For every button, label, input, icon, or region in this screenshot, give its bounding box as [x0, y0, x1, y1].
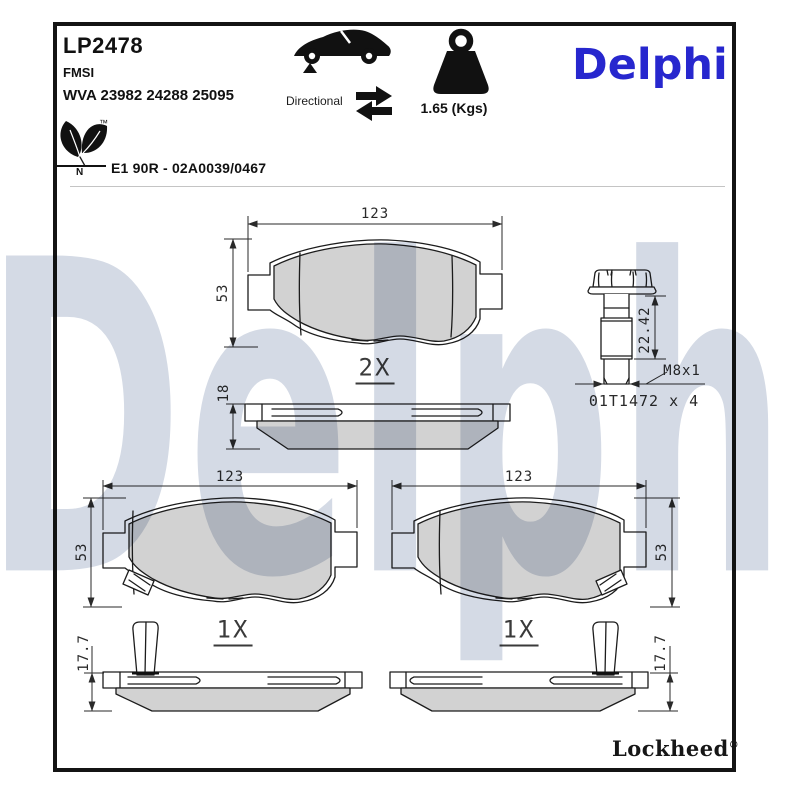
- inner-pad-left-width-dim: 123: [215, 469, 245, 485]
- delphi-logo: Delphi: [572, 40, 728, 90]
- lockheed-wordmark: Lockheed: [612, 736, 729, 761]
- inner-pad-right-side-view: [389, 621, 649, 712]
- lockheed-logo: Lockheed®: [612, 736, 739, 761]
- outer-pad-width-dim: 123: [360, 206, 390, 222]
- directional-label: Directional: [286, 94, 343, 108]
- outer-pad-height-dim: 53: [215, 283, 231, 303]
- fmsi-label: FMSI: [63, 65, 95, 80]
- inner-pad-right-quantity: 1X: [499, 616, 539, 647]
- inner-pad-right-dimension-lines: [391, 480, 680, 608]
- inner-pad-left-thickness-dimension: [84, 646, 112, 712]
- inner-pad-right-height-dim: 53: [654, 542, 670, 562]
- leaf-icon: [57, 121, 108, 167]
- weight-icon: [433, 28, 489, 94]
- inner-pad-left-thickness-dim: 17.7: [76, 634, 92, 672]
- weight-value: 1.65 (Kgs): [420, 100, 488, 116]
- inner-pad-left-side-view: [102, 621, 363, 712]
- outer-pad-thickness-dimension: [226, 403, 260, 450]
- header-divider: [70, 186, 725, 187]
- car-silhouette-icon: [294, 29, 391, 73]
- bolt-length-dim: 22.42: [637, 306, 653, 354]
- part-number: LP2478: [63, 33, 144, 58]
- homologation-number: E1 90R - 02A0039/0467: [111, 160, 267, 176]
- outer-pad-quantity: 2X: [355, 354, 395, 385]
- inner-pad-left-height-dim: 53: [74, 542, 90, 562]
- outer-pad-front-view: [247, 239, 503, 346]
- inner-pad-left-quantity: 1X: [213, 616, 253, 647]
- wva-numbers: WVA 23982 24288 25095: [63, 87, 234, 104]
- bolt-reference: 01T1472 x 4: [588, 392, 700, 410]
- page-border-frame: [53, 22, 736, 772]
- inner-pad-right-front-view: [391, 497, 647, 604]
- inner-pad-right-thickness-dimension: [638, 646, 678, 712]
- inner-pad-left-dimension-lines: [83, 480, 358, 608]
- outer-pad-dimension-lines: [224, 216, 503, 348]
- bolt-thread-label: M8x1: [663, 363, 701, 379]
- inner-pad-right-thickness-dim: 17.7: [653, 634, 669, 672]
- inner-pad-right-width-dim: 123: [504, 469, 534, 485]
- double-arrow-icon: [356, 86, 392, 121]
- bolt-drawing: [587, 269, 657, 385]
- eco-trademark: ™: [99, 118, 108, 128]
- outer-pad-thickness-dim: 18: [216, 383, 232, 403]
- eco-letter-n: N: [76, 167, 84, 178]
- bolt-dimension-lines: [575, 295, 705, 388]
- registered-mark: ®: [728, 740, 740, 751]
- outer-pad-side-view: [244, 403, 511, 450]
- inner-pad-left-front-view: [102, 497, 358, 604]
